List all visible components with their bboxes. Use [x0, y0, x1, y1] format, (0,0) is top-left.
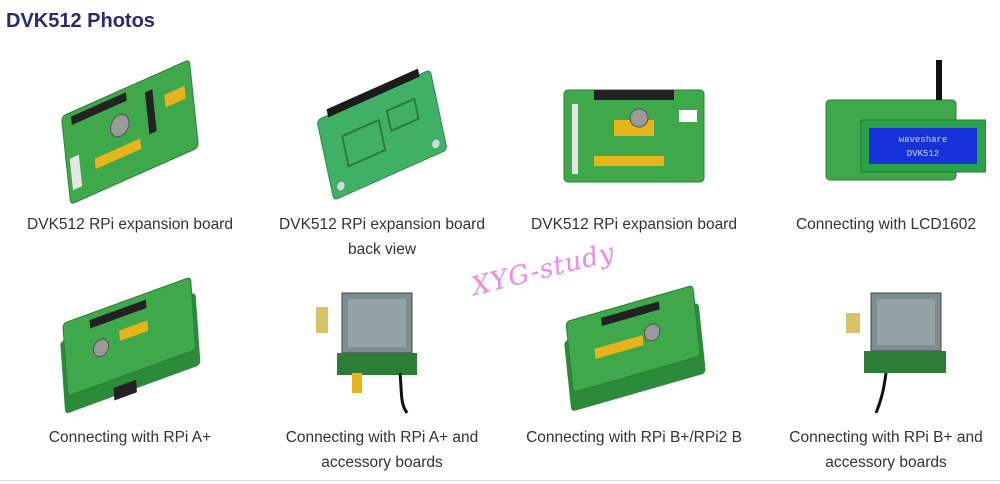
photo-item[interactable]: Connecting with RPi B+/RPi2 B [509, 273, 759, 450]
svg-text:DVK512: DVK512 [907, 149, 939, 159]
photo-item[interactable]: Connecting with RPi A+ [5, 273, 255, 450]
photo-caption: DVK512 RPi expansion board [27, 216, 233, 233]
board-photo[interactable] [534, 273, 734, 423]
photo-item[interactable]: Connecting with RPi A+ and accessory boa… [257, 273, 507, 475]
photo-item[interactable]: DVK512 RPi expansion board back view [257, 60, 507, 262]
photo-item[interactable]: DVK512 RPi expansion board [509, 60, 759, 237]
photo-item[interactable]: Connecting with RPi B+ and accessory boa… [761, 273, 1000, 475]
photo-item[interactable]: DVK512 RPi expansion board [5, 60, 255, 237]
page-title: DVK512 Photos [6, 10, 155, 32]
board-photo[interactable] [30, 273, 230, 423]
board-photo[interactable] [786, 273, 986, 423]
photo-caption: Connecting with RPi A+ and accessory boa… [285, 429, 479, 471]
svg-text:waveshare: waveshare [899, 135, 948, 145]
board-photo[interactable] [534, 60, 734, 210]
photo-caption: Connecting with LCD1602 [795, 216, 977, 233]
board-photo[interactable] [30, 60, 230, 210]
photo-caption: Connecting with RPi B+ and accessory boa… [789, 429, 983, 471]
board-photo[interactable]: waveshare DVK512 [786, 60, 986, 210]
photo-item[interactable]: waveshare DVK512 Connecting with LCD1602 [761, 60, 1000, 237]
photo-caption: Connecting with RPi A+ [48, 429, 212, 446]
board-photo[interactable] [282, 273, 482, 423]
photo-caption: DVK512 RPi expansion board back view [279, 216, 485, 258]
board-photo[interactable] [282, 60, 482, 210]
photo-caption: DVK512 RPi expansion board [531, 216, 737, 233]
photo-caption: Connecting with RPi B+/RPi2 B [526, 429, 742, 446]
bottom-divider [0, 480, 1000, 481]
